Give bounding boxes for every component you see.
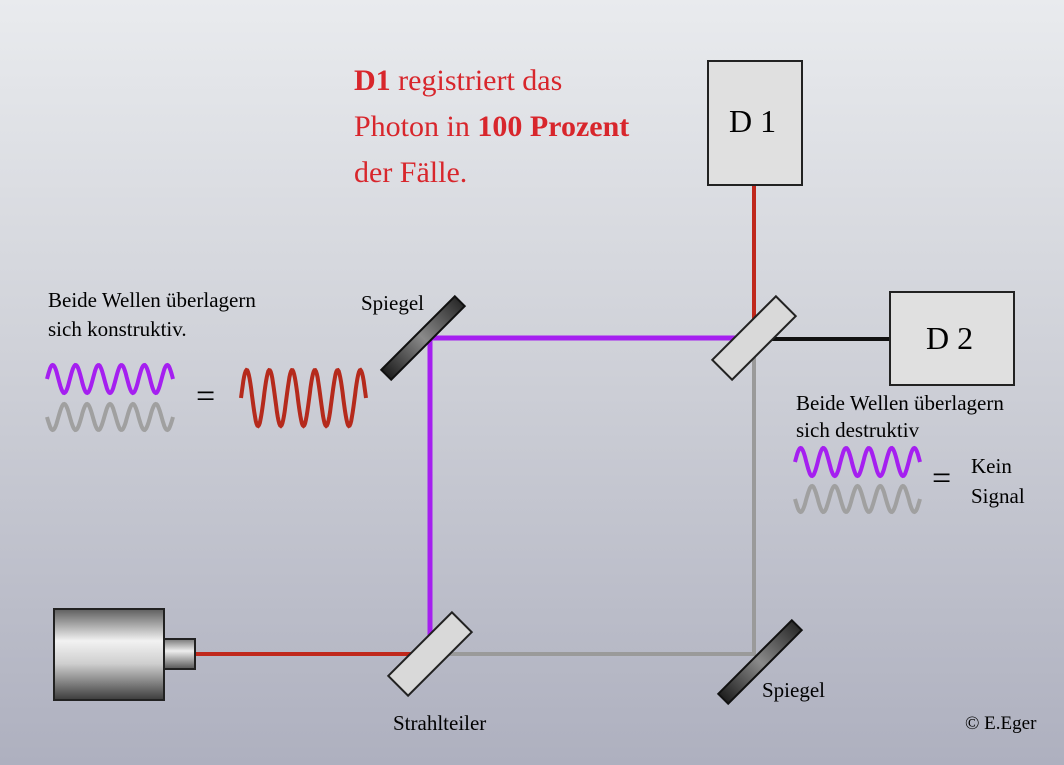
no-signal-line-2: Signal bbox=[971, 484, 1025, 508]
red-sum-wave-icon bbox=[239, 367, 368, 429]
destructive-equals-sign: = bbox=[932, 460, 952, 497]
mirror-bottom-label: Spiegel bbox=[762, 678, 825, 702]
gray-wave-icon-destructive bbox=[793, 483, 922, 515]
no-signal-line-1: Kein bbox=[971, 454, 1012, 478]
title-percent-bold: 100 Prozent bbox=[477, 110, 630, 143]
gray-beam-path bbox=[430, 338, 756, 656]
mirror-top-left bbox=[379, 294, 467, 382]
title-d1-bold: D1 bbox=[354, 64, 391, 97]
constructive-equals-sign: = bbox=[196, 378, 216, 415]
detector-d1-box bbox=[707, 60, 803, 186]
mirror-bottom-right bbox=[716, 618, 804, 706]
beam-splitter-top bbox=[710, 294, 798, 382]
detector-d2-label: D 2 bbox=[926, 320, 974, 356]
mirror-top-label: Spiegel bbox=[361, 291, 424, 315]
purple-wave-icon bbox=[45, 362, 175, 396]
detector-d1-label: D 1 bbox=[729, 103, 777, 139]
purple-beam-path bbox=[427, 335, 754, 654]
title-line1-rest: registriert das bbox=[390, 64, 563, 97]
copyright: © E.Eger bbox=[965, 713, 1037, 734]
destructive-note-line-2: sich destruktiv bbox=[796, 418, 920, 442]
title-line2-start: Photon in bbox=[354, 110, 478, 143]
detector-d2-box bbox=[889, 291, 1015, 386]
beam-splitter-bottom bbox=[386, 610, 474, 698]
title-line-2: Photon in 100 Prozent bbox=[354, 104, 629, 150]
constructive-note-line-2: sich konstruktiv. bbox=[48, 317, 187, 341]
beam-splitter-label: Strahlteiler bbox=[393, 711, 487, 735]
destructive-note-line-1: Beide Wellen überlagern bbox=[796, 391, 1004, 415]
laser-source-icon bbox=[53, 608, 196, 701]
title-line-3: der Fälle. bbox=[354, 156, 468, 189]
gray-wave-icon bbox=[45, 401, 175, 433]
constructive-note-line-1: Beide Wellen überlagern bbox=[48, 288, 256, 312]
title-line-1: D1 registriert das bbox=[354, 58, 562, 104]
purple-wave-icon-destructive bbox=[793, 445, 922, 479]
